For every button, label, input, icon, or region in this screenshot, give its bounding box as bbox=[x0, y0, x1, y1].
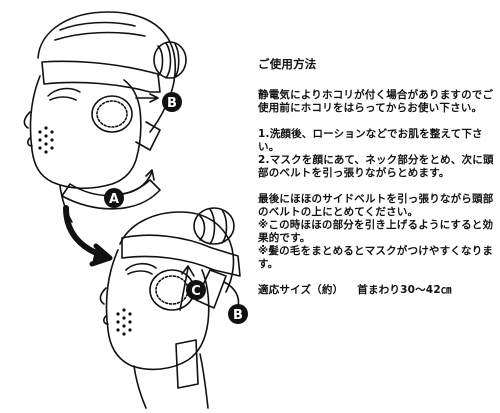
badge-a: A bbox=[104, 188, 124, 208]
badge-c-label: C bbox=[191, 284, 201, 299]
bottom-hair-bun bbox=[193, 207, 235, 245]
top-neck-strap bbox=[61, 179, 161, 210]
size-value: 首まわり30～42㎝ bbox=[357, 284, 452, 296]
bottom-figure bbox=[99, 207, 241, 409]
size-label: 適応サイズ（約） bbox=[258, 284, 344, 296]
size-info: 適応サイズ（約） 首まわり30～42㎝ bbox=[258, 284, 494, 297]
top-cheek-pad bbox=[91, 95, 133, 133]
badge-b-bottom-label: B bbox=[233, 308, 243, 323]
bottom-mask-body bbox=[105, 249, 210, 371]
instructions-panel: ご使用方法 静電気によりホコリが付く場合がありますのでご使用前にホコリをはらって… bbox=[258, 58, 494, 297]
top-mask-body bbox=[29, 75, 142, 190]
note-2-text: ※髪の毛をまとめるとマスクがつけやすくなります。 bbox=[258, 245, 494, 270]
top-head-outline bbox=[37, 11, 177, 133]
bottom-neck-strap bbox=[175, 339, 199, 389]
intro-text: 静電気によりホコリが付く場合がありますのでご使用前にホコリをはらってからお使い下… bbox=[258, 89, 494, 114]
transition-arrow bbox=[63, 205, 113, 267]
badge-b-top-label: B bbox=[167, 96, 177, 111]
top-hair-bun bbox=[153, 41, 187, 79]
final-step-text: 最後にほほのサイドベルトを引っ張りながら頭部のベルトの上にとめてください。 bbox=[258, 193, 494, 218]
instructions-heading: ご使用方法 bbox=[258, 57, 317, 71]
bottom-side-strap bbox=[195, 269, 227, 309]
bottom-head-outline bbox=[119, 211, 235, 293]
bottom-head-strap bbox=[121, 234, 241, 277]
curved-arrow-icon bbox=[223, 281, 240, 307]
top-head-strap bbox=[41, 60, 161, 93]
badge-a-label: A bbox=[109, 192, 119, 207]
steps-block: 1.洗顔後、ローションなどでお肌を整えて下さい。2.マスクを顔にあて、ネック部分… bbox=[258, 128, 494, 180]
badge-b-top: B bbox=[162, 92, 182, 112]
step-1-text: 1.洗顔後、ローションなどでお肌を整えて下さい。 bbox=[258, 128, 483, 153]
badge-b-bottom: B bbox=[228, 304, 248, 324]
curved-arrow-icon bbox=[179, 267, 189, 311]
mask-illustration: A B C B bbox=[23, 11, 248, 409]
step-2-text: 2.マスクを顔にあて、ネック部分をとめ、次に頭部のベルトを引っ張りながらとめます… bbox=[258, 154, 494, 179]
bottom-chin-pad bbox=[116, 308, 132, 336]
top-figure bbox=[23, 11, 187, 223]
note-1-text: ※この時ほほの部分を引き上げるようにすると効果的です。 bbox=[258, 219, 494, 244]
top-chin-pad bbox=[38, 126, 54, 154]
final-block: 最後にほほのサイドベルトを引っ張りながら頭部のベルトの上にとめてください。※この… bbox=[258, 193, 494, 271]
badge-c: C bbox=[186, 280, 206, 300]
